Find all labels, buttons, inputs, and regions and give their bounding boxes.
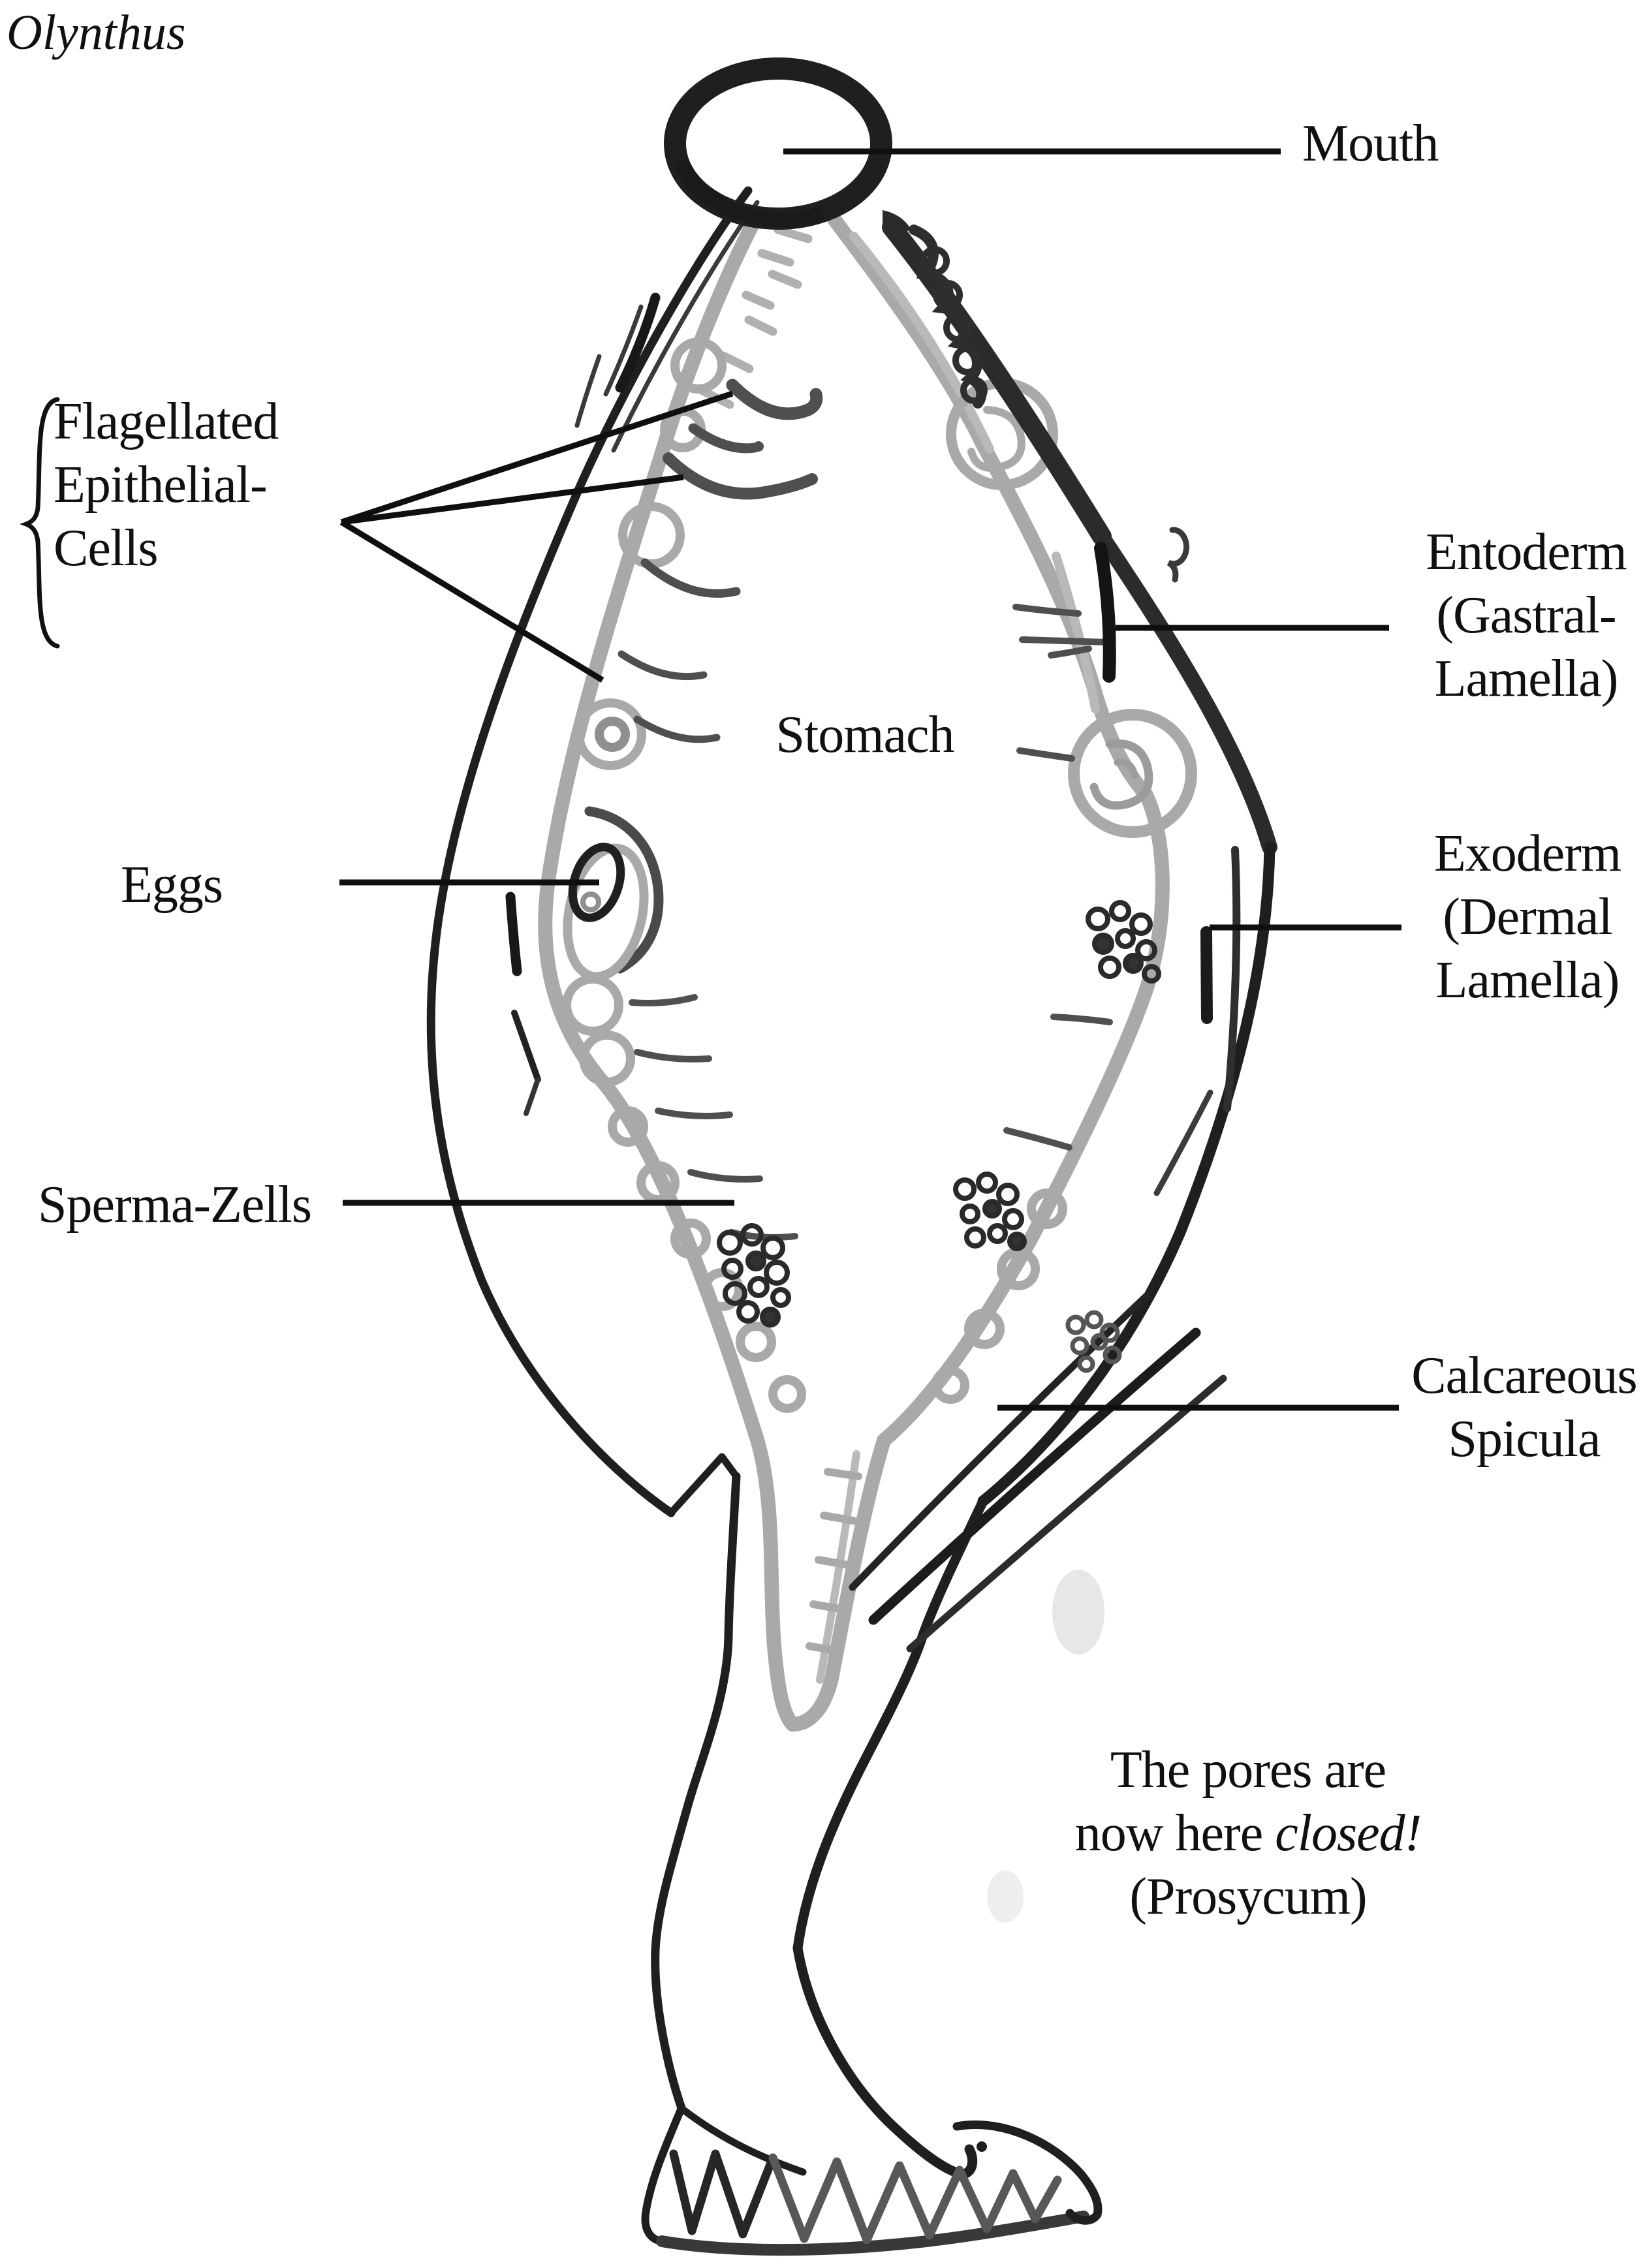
epithelial-cell-rungs: [697, 225, 813, 409]
body-wall: [426, 186, 1277, 2245]
label-flagellated-line2: Epithelial-: [54, 456, 268, 514]
label-exoderm: Exoderm (Dermal Lamella): [1332, 822, 1643, 1012]
label-flagellated-line3: Cells: [54, 520, 158, 577]
label-flagellated-cells: Flagellated Epithelial- Cells: [54, 390, 279, 580]
leader-flagellated-1: [340, 390, 734, 525]
label-mouth: Mouth: [1302, 115, 1439, 172]
note-line2-normal: now here: [1074, 1805, 1275, 1862]
label-entoderm: Entoderm (Gastral- Lamella): [1330, 521, 1643, 711]
holdfast-foot: [656, 2105, 1103, 2256]
note-pores-closed: The pores are now here closed! (Prosycum…: [1052, 1739, 1444, 1929]
label-exoderm-line3: Lamella): [1435, 952, 1620, 1009]
egg-cell: [563, 806, 664, 982]
label-entoderm-line3: Lamella): [1434, 650, 1619, 707]
label-stomach: Stomach: [775, 706, 955, 764]
label-entoderm-line1: Entoderm: [1426, 523, 1627, 581]
leader-flagellated-2: [341, 474, 684, 525]
mouth-ring: [664, 57, 911, 234]
sperm-cluster-right-upper: [1086, 900, 1161, 984]
sperm-cluster-right-lower: [1065, 1310, 1122, 1373]
sperm-cell-clusters: [717, 900, 1161, 1373]
label-flagellated-line1: Flagellated: [54, 393, 279, 450]
note-line3: (Prosycum): [1129, 1868, 1367, 1925]
calcareous-spicula-strokes: [849, 1292, 1227, 1653]
spicule-slivers: [505, 292, 1241, 1116]
note-line2-italic: closed!: [1275, 1805, 1422, 1862]
label-eggs: Eggs: [121, 856, 223, 914]
label-calcareous-line1: Calcareous: [1411, 1347, 1637, 1405]
label-entoderm-line2: (Gastral-: [1436, 587, 1616, 644]
cell-chain: [909, 225, 988, 409]
gastral-lamella: [538, 211, 1197, 1732]
ink-smudges: [987, 1570, 1104, 1923]
label-sperma-zells: Sperma-Zells: [38, 1176, 312, 1234]
curly-brace: [20, 397, 60, 649]
leader-flagellated-3: [339, 520, 604, 683]
figure-title: Olynthus: [7, 5, 186, 60]
label-calcareous-spicula: Calcareous Spicula: [1328, 1344, 1643, 1471]
sperm-cluster-right-mid: [953, 1172, 1027, 1251]
sperm-cluster-left: [717, 1223, 791, 1328]
spiral-cells: [946, 378, 1197, 838]
label-calcareous-line2: Spicula: [1448, 1410, 1601, 1468]
flagella-strokes: [618, 379, 1213, 1241]
note-line2: now here closed!: [1052, 1802, 1444, 1865]
label-exoderm-line2: (Dermal: [1443, 888, 1613, 946]
note-line1: The pores are: [1110, 1741, 1386, 1799]
label-exoderm-line1: Exoderm: [1433, 825, 1621, 882]
leader-lines: [339, 148, 1401, 1411]
